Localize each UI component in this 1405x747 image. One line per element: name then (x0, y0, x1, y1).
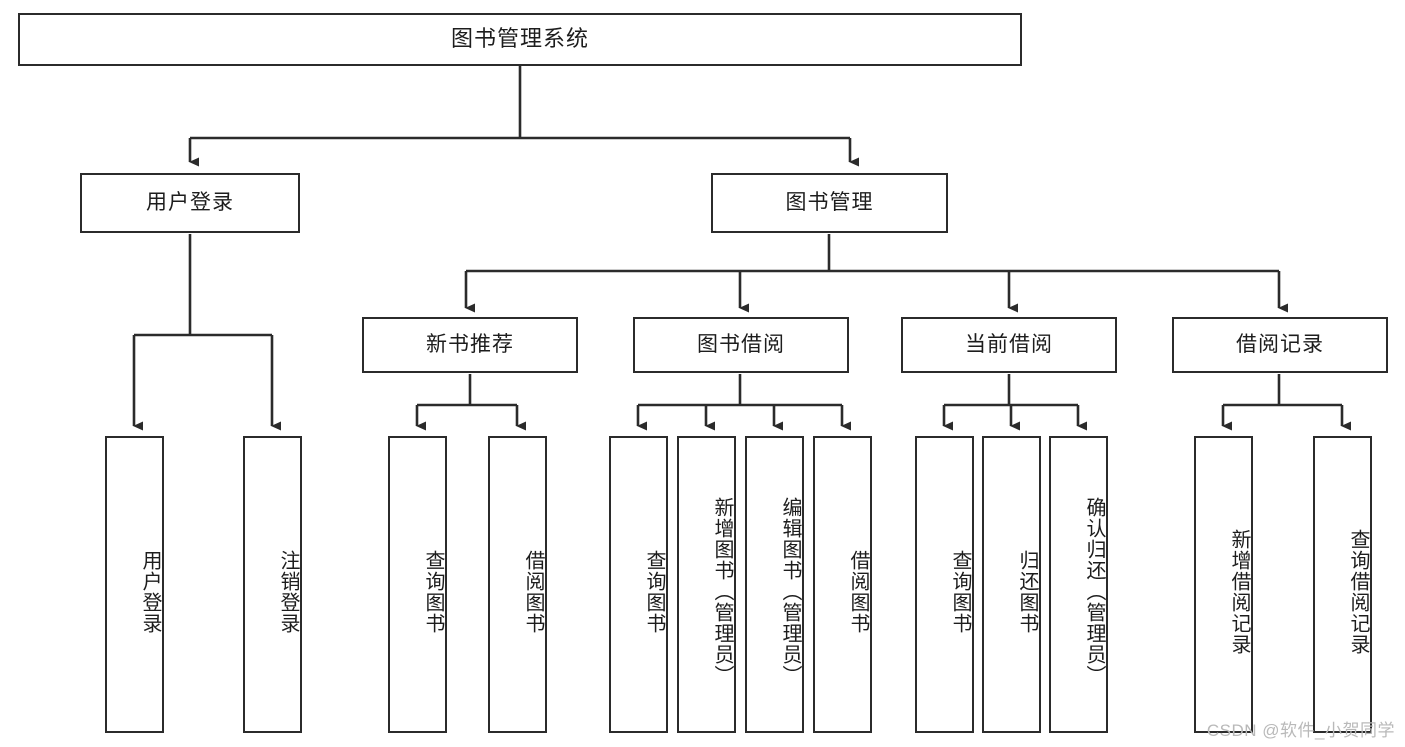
node-label: 编辑图书（管理员） (779, 497, 801, 686)
node-new-book-recommend[interactable]: 新书推荐 (362, 317, 578, 373)
node-borrow-record[interactable]: 借阅记录 (1172, 317, 1388, 373)
leaf-record-query-borrow-record[interactable]: 查询借阅记录 (1313, 436, 1372, 733)
node-label: 查询借阅记录 (1347, 528, 1369, 655)
node-book-borrow[interactable]: 图书借阅 (633, 317, 849, 373)
leaf-current-query-book[interactable]: 查询图书 (915, 436, 974, 733)
node-label: 用户登录 (146, 191, 234, 215)
node-label: 图书管理 (785, 191, 874, 215)
leaf-borrow-add-book-admin[interactable]: 新增图书（管理员） (677, 436, 736, 733)
node-label: 确认归还（管理员） (1083, 497, 1105, 686)
node-label: 注销登录 (277, 549, 299, 634)
node-label: 借阅图书 (847, 549, 869, 634)
leaf-record-add-borrow-record[interactable]: 新增借阅记录 (1194, 436, 1253, 733)
node-label: 查询图书 (422, 549, 444, 634)
node-label: 查询图书 (643, 549, 665, 634)
node-label: 新增图书（管理员） (711, 497, 733, 686)
node-user-login[interactable]: 用户登录 (80, 173, 300, 233)
leaf-user-login[interactable]: 用户登录 (105, 436, 164, 733)
node-label: 新书推荐 (426, 333, 514, 357)
leaf-borrow-edit-book-admin[interactable]: 编辑图书（管理员） (745, 436, 804, 733)
node-label: 当前借阅 (965, 333, 1053, 357)
node-root-system[interactable]: 图书管理系统 (18, 13, 1022, 66)
node-label: 归还图书 (1016, 549, 1038, 634)
node-label: 图书管理系统 (450, 26, 589, 52)
leaf-recommend-borrow-book[interactable]: 借阅图书 (488, 436, 547, 733)
csdn-watermark: CSDN @软件_小贺同学 (1206, 721, 1395, 740)
leaf-current-confirm-return-admin[interactable]: 确认归还（管理员） (1049, 436, 1108, 733)
node-label: 新增借阅记录 (1228, 528, 1250, 655)
node-label: 借阅记录 (1236, 333, 1324, 357)
node-book-management[interactable]: 图书管理 (711, 173, 948, 233)
node-label: 查询图书 (949, 549, 971, 634)
leaf-borrow-query-book[interactable]: 查询图书 (609, 436, 668, 733)
node-label: 借阅图书 (522, 549, 544, 634)
node-current-borrow[interactable]: 当前借阅 (901, 317, 1117, 373)
leaf-recommend-query-book[interactable]: 查询图书 (388, 436, 447, 733)
node-label: 图书借阅 (697, 333, 785, 357)
leaf-current-return-book[interactable]: 归还图书 (982, 436, 1041, 733)
node-label: 用户登录 (139, 549, 161, 634)
leaf-borrow-borrow-book[interactable]: 借阅图书 (813, 436, 872, 733)
leaf-user-logout[interactable]: 注销登录 (243, 436, 302, 733)
